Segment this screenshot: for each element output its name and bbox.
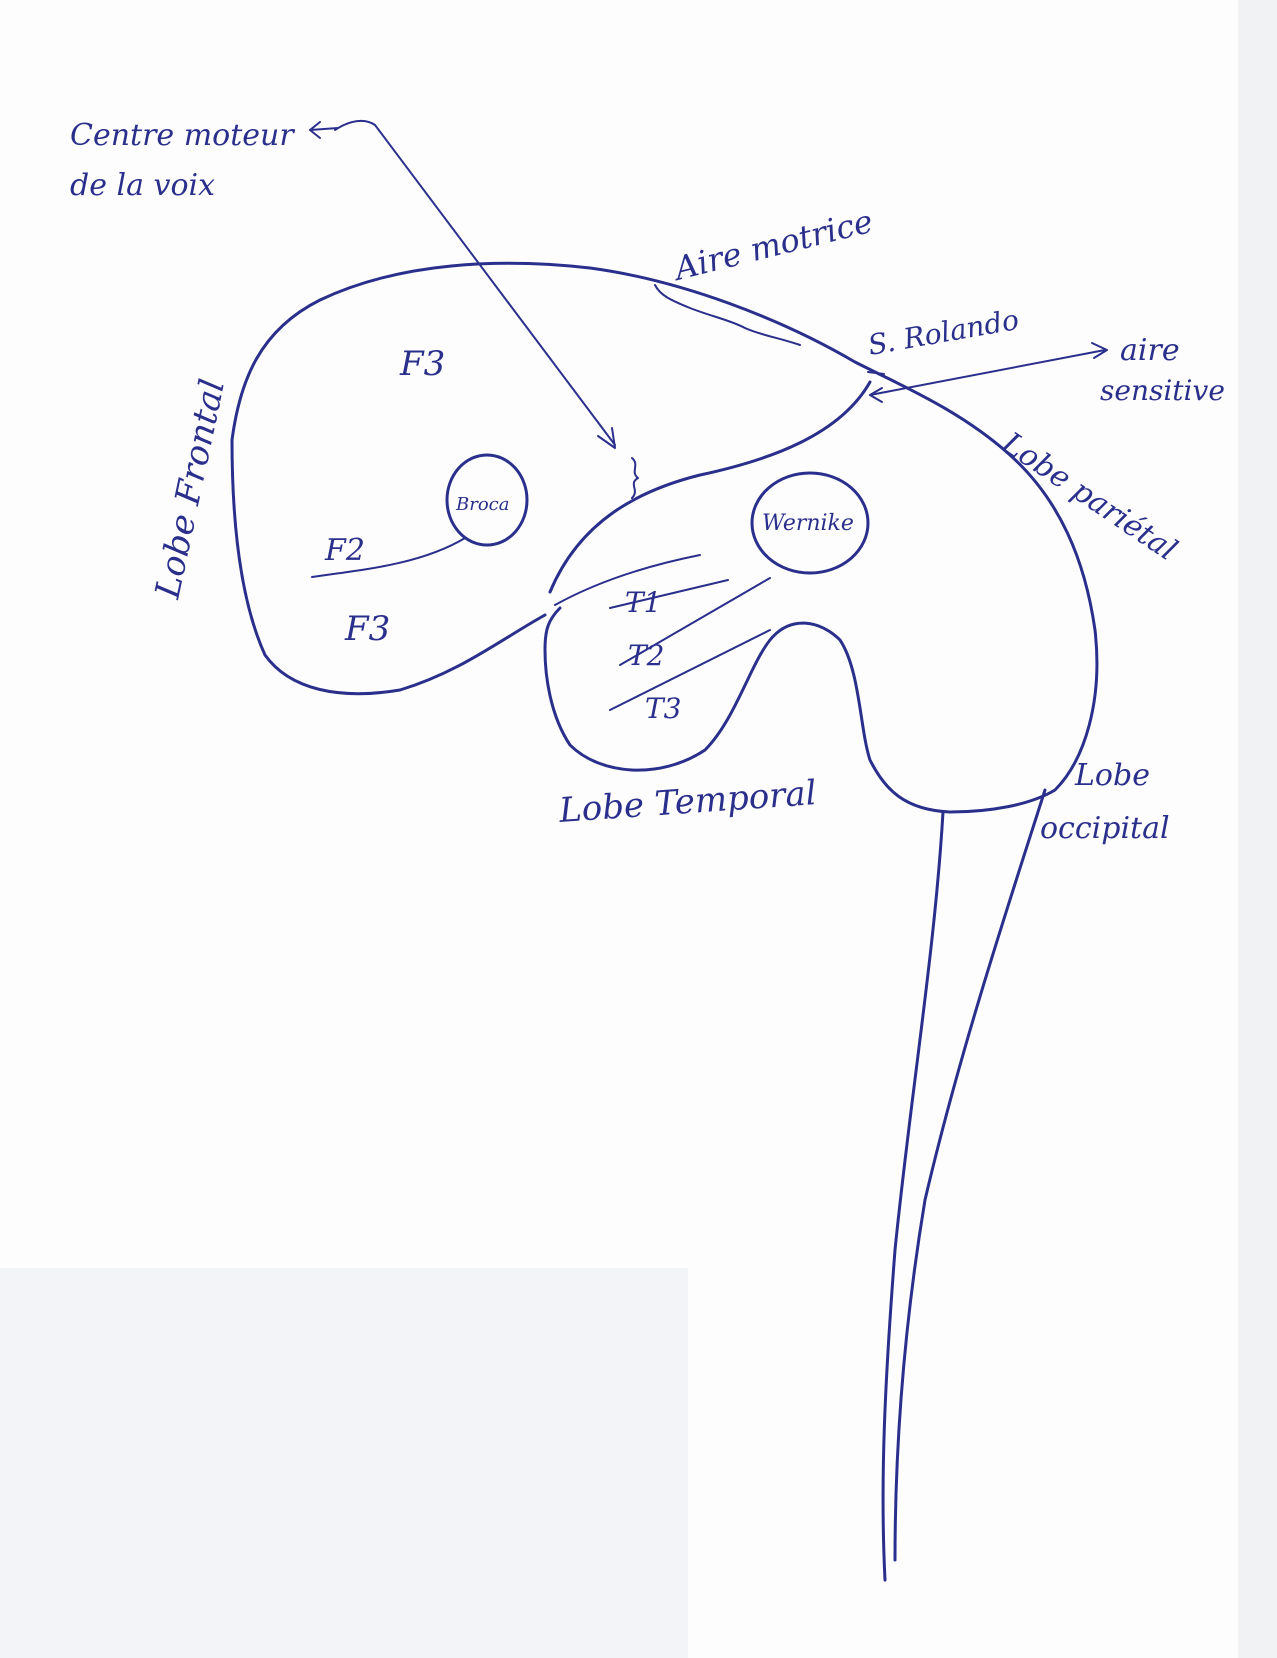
label-sensitive: sensitive	[1100, 374, 1225, 407]
label-occipital: occipital	[1040, 811, 1170, 846]
label-centre-moteur: Centre moteur	[70, 118, 295, 153]
label-f3-bottom: F3	[344, 609, 390, 649]
label-broca: Broca	[455, 494, 509, 515]
label-de-la-voix: de la voix	[70, 168, 215, 203]
label-t3: T3	[645, 692, 682, 725]
label-lobe: Lobe	[1074, 758, 1150, 793]
label-t1: T1	[625, 586, 662, 619]
label-t2: T2	[628, 639, 665, 672]
label-f3-top: F3	[399, 344, 445, 384]
label-aire: aire	[1120, 333, 1180, 368]
right-paper-edge	[1238, 0, 1277, 1658]
label-wernike: Wernike	[762, 511, 854, 536]
lower-left-overlay-sheet	[0, 1268, 688, 1658]
label-f2: F2	[324, 533, 365, 568]
